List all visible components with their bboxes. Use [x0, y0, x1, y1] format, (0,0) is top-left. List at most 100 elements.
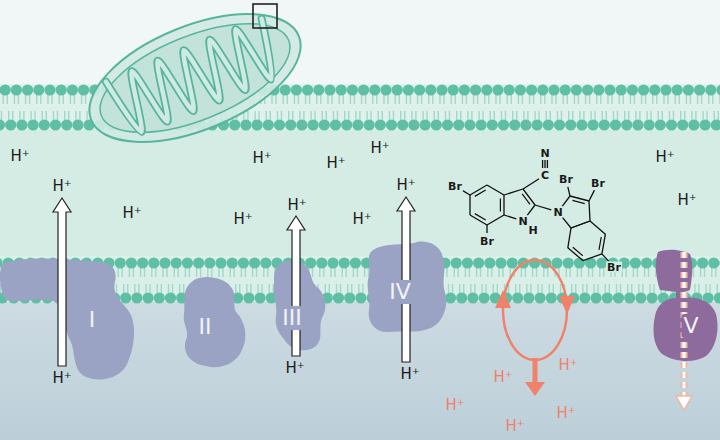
lipid-head — [543, 119, 554, 130]
lipid-head — [44, 84, 55, 95]
lipid-head — [697, 257, 708, 268]
lipid-head — [229, 119, 240, 130]
lipid-head — [137, 257, 148, 268]
bond — [562, 196, 570, 206]
intermembrane-space — [0, 130, 720, 260]
proton: H⁺ — [370, 141, 389, 156]
lipid-head — [333, 292, 344, 303]
lipid-head — [683, 84, 694, 95]
bond — [523, 179, 539, 189]
bond — [504, 215, 516, 219]
lipid-head — [249, 257, 260, 268]
proton: H⁺ — [677, 193, 696, 208]
lipid-head — [319, 119, 330, 130]
proton: H⁺ — [52, 371, 71, 386]
lipid-head — [535, 292, 546, 303]
bond — [568, 248, 583, 261]
lipid-head — [420, 119, 431, 130]
lipid-head — [285, 119, 296, 130]
lipid-head — [604, 84, 615, 95]
proton: H⁺ — [10, 149, 29, 164]
lipid-head — [263, 119, 274, 130]
complex-shape — [180, 276, 248, 372]
lipid-head — [495, 257, 506, 268]
lipid-head — [336, 84, 347, 95]
lipid-head — [56, 84, 67, 95]
lipid-head — [280, 84, 291, 95]
lipid-head — [462, 257, 473, 268]
lipid-head — [451, 257, 462, 268]
proton-release-arrow — [533, 358, 538, 384]
released-proton: H⁺ — [558, 358, 577, 373]
released-proton: H⁺ — [505, 419, 524, 434]
lipid-head — [204, 257, 215, 268]
lipid-head — [705, 84, 716, 95]
bond — [568, 187, 570, 196]
lipid-head — [243, 292, 254, 303]
proton: H⁺ — [326, 156, 345, 171]
lipid-head — [464, 119, 475, 130]
lipid-head — [131, 292, 142, 303]
lipid-head — [11, 84, 22, 95]
protein-complex: II — [180, 276, 248, 372]
lipid-head — [355, 292, 366, 303]
double-bond — [475, 214, 486, 220]
lipid-head — [655, 119, 666, 130]
double-bond — [500, 199, 501, 212]
lipid-head — [453, 119, 464, 130]
complex-label: III — [280, 306, 303, 330]
lipid-head — [509, 119, 520, 130]
crista — [106, 19, 284, 138]
lipid-head — [487, 119, 498, 130]
proton: H⁺ — [655, 150, 674, 165]
lipid-head — [593, 84, 604, 95]
proton: H⁺ — [352, 212, 371, 227]
lipid-head — [414, 84, 425, 95]
bond — [602, 254, 609, 261]
proton-pump-arrow — [287, 216, 305, 356]
proton: H⁺ — [52, 179, 71, 194]
bond — [487, 185, 504, 195]
bond — [487, 215, 504, 225]
atom-label: C — [540, 170, 550, 181]
lipid-head — [574, 257, 585, 268]
proton: H⁺ — [287, 198, 306, 213]
lipid-head — [467, 292, 478, 303]
lipid-head — [324, 84, 335, 95]
lipid-head — [344, 292, 355, 303]
lipid-head — [492, 84, 503, 95]
lipid-head — [588, 119, 599, 130]
lipid-head — [576, 119, 587, 130]
lipid-head — [215, 257, 226, 268]
lipid-head — [635, 292, 646, 303]
lipid-head — [507, 257, 518, 268]
lipid-head — [470, 84, 481, 95]
bond — [568, 228, 571, 248]
lipid-head — [27, 119, 38, 130]
lipid-head — [364, 119, 375, 130]
lipid-head — [67, 84, 78, 95]
lipid-head — [666, 119, 677, 130]
bond — [463, 191, 470, 195]
lipid-head — [560, 84, 571, 95]
bond — [486, 225, 487, 233]
lipid-head — [240, 119, 251, 130]
lipid-head — [165, 292, 176, 303]
complex-label: IV — [387, 280, 413, 304]
lipid-head — [523, 292, 534, 303]
lipid-head — [171, 257, 182, 268]
zoom-square — [253, 4, 277, 28]
uncoupler-molecule — [463, 160, 609, 261]
lipid-head — [520, 119, 531, 130]
proton: H⁺ — [252, 151, 271, 166]
atom-label: Br — [558, 174, 574, 185]
lipid-head — [115, 257, 126, 268]
proton: H⁺ — [400, 367, 419, 382]
complex-label: I — [87, 308, 98, 332]
lipid-head — [339, 257, 350, 268]
lipid-head — [532, 119, 543, 130]
atom-label: Br — [479, 236, 495, 247]
lipid-head — [0, 119, 5, 130]
lipid-head — [473, 257, 484, 268]
bond — [535, 205, 551, 210]
